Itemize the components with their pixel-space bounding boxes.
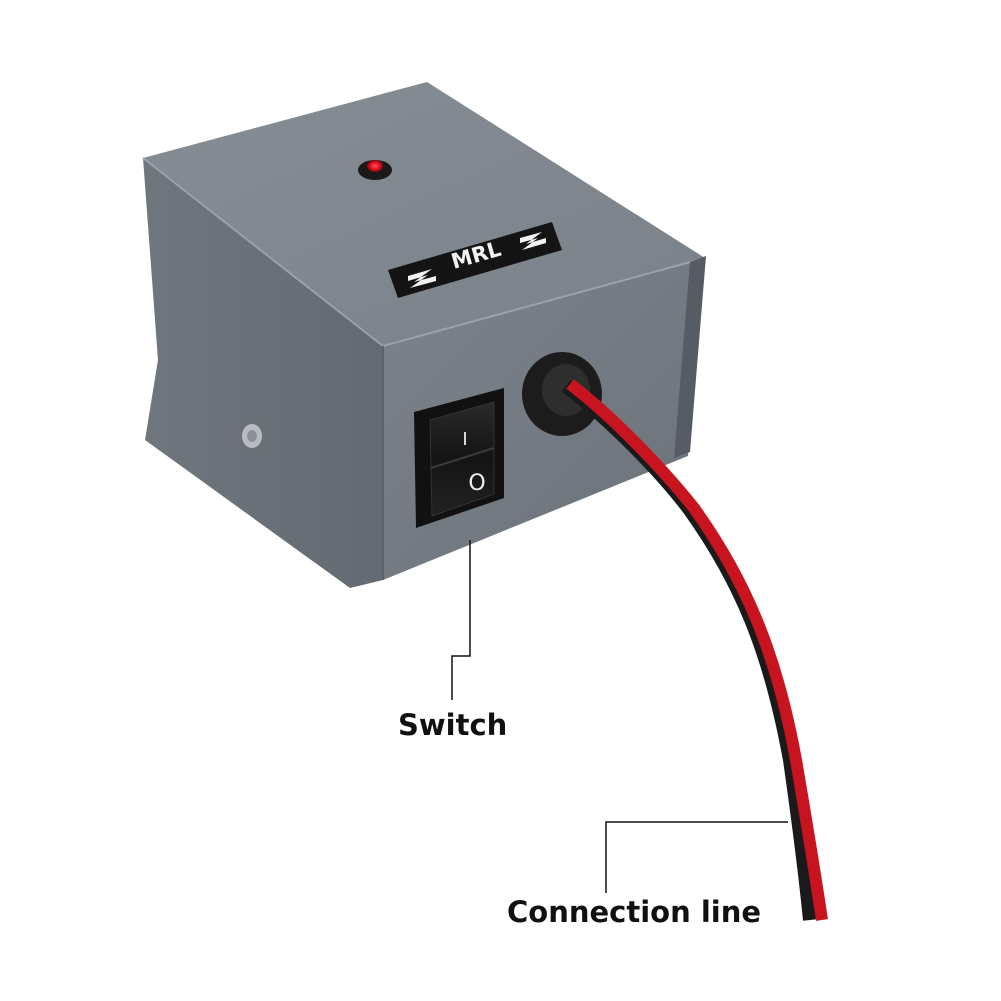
box-top-face [143, 82, 705, 346]
brand-logo-icon [408, 232, 546, 288]
switch-off-mark: O [468, 471, 485, 496]
screw-icon [240, 422, 264, 450]
indicator-led-icon [358, 160, 392, 180]
brand-label: MRL [388, 222, 562, 298]
power-switch[interactable]: I O [414, 388, 504, 528]
switch-callout-line [451, 540, 471, 700]
connection-line-callout-label: Connection line [507, 895, 762, 929]
switch-on-mark: I [462, 429, 467, 450]
box-left-face [143, 158, 383, 588]
connection-callout-line [605, 821, 788, 893]
connection-wire [561, 379, 828, 921]
switch-callout-label: Switch [398, 708, 508, 742]
box-lip [674, 256, 706, 458]
